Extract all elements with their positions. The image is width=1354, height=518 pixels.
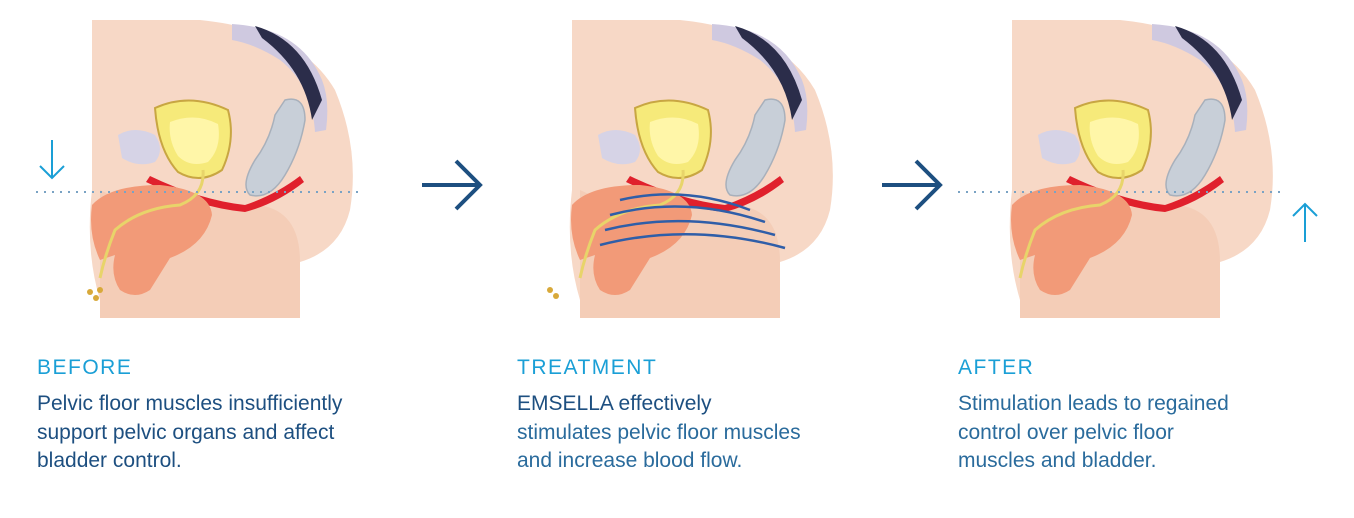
leak-drops — [547, 287, 559, 299]
panel-title: BEFORE — [37, 356, 133, 379]
panel-title: TREATMENT — [517, 356, 658, 379]
panel-description: EMSELLA effectively stimulates pelvic fl… — [517, 392, 801, 472]
panel-title: AFTER — [958, 356, 1035, 379]
right-arrow-icon — [882, 159, 943, 211]
panel-description: Stimulation leads to regained control ov… — [958, 392, 1229, 472]
treatment-illustration — [547, 18, 835, 320]
electromagnetic-waves — [599, 193, 786, 250]
down-arrow-icon — [39, 140, 65, 180]
leak-drops — [87, 287, 103, 301]
panel-description: Pelvic floor muscles insufficiently supp… — [37, 392, 343, 472]
panel-treatment: TREATMENT EMSELLA effectively stimulates… — [480, 0, 840, 518]
panel-before: BEFORE Pelvic floor muscles insufficient… — [0, 0, 360, 518]
up-arrow-icon — [1292, 202, 1318, 242]
right-arrow-icon — [422, 159, 483, 211]
panel-after: AFTER Stimulation leads to regained cont… — [920, 0, 1318, 518]
before-illustration — [36, 18, 360, 320]
after-illustration — [958, 18, 1280, 320]
